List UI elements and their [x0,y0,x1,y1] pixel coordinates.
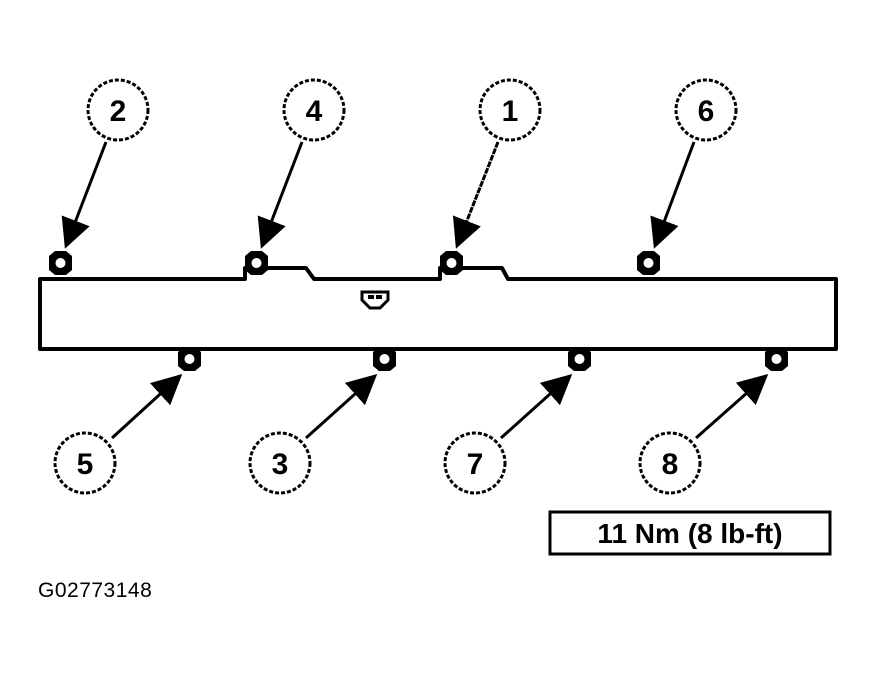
callout-5-label: 5 [77,448,94,481]
callout-1-label: 1 [502,95,519,128]
callout-3: 3 [248,431,312,495]
callout-3-label: 3 [272,448,289,481]
leader-arrow-3 [304,373,378,440]
callout-2: 2 [86,78,150,142]
callout-4-label: 4 [306,95,323,128]
bolt-8 [765,347,788,371]
leader-arrow-2 [61,141,108,249]
leader-arrow-4 [257,141,304,249]
callout-6: 6 [674,78,738,142]
callout-1: 1 [478,78,542,142]
torque-spec-label: 11 Nm (8 lb-ft) [597,518,782,549]
bolt-1 [440,251,463,275]
callout-5: 5 [53,431,117,495]
rail-connector-mark [360,290,390,310]
leader-arrow-1 [452,141,500,249]
bolt-2 [49,251,72,275]
callout-4: 4 [282,78,346,142]
torque-spec-box: 11 Nm (8 lb-ft) [548,510,832,556]
bolt-7 [568,347,591,371]
bolt-4 [245,251,268,275]
callout-2-label: 2 [110,95,127,128]
bolt-3 [373,347,396,371]
leader-arrow-6 [650,141,696,249]
leader-arrow-7 [499,373,573,440]
fuel-rail [38,266,838,351]
bolt-6 [637,251,660,275]
callout-8-label: 8 [662,448,679,481]
leader-arrow-8 [695,374,769,440]
bolt-5 [178,347,201,371]
leader-arrow-5 [110,373,183,440]
callout-6-label: 6 [698,95,715,128]
callout-8: 8 [638,431,702,495]
callout-7: 7 [443,431,507,495]
callout-7-label: 7 [467,448,484,481]
figure-id: G02773148 [38,579,153,602]
